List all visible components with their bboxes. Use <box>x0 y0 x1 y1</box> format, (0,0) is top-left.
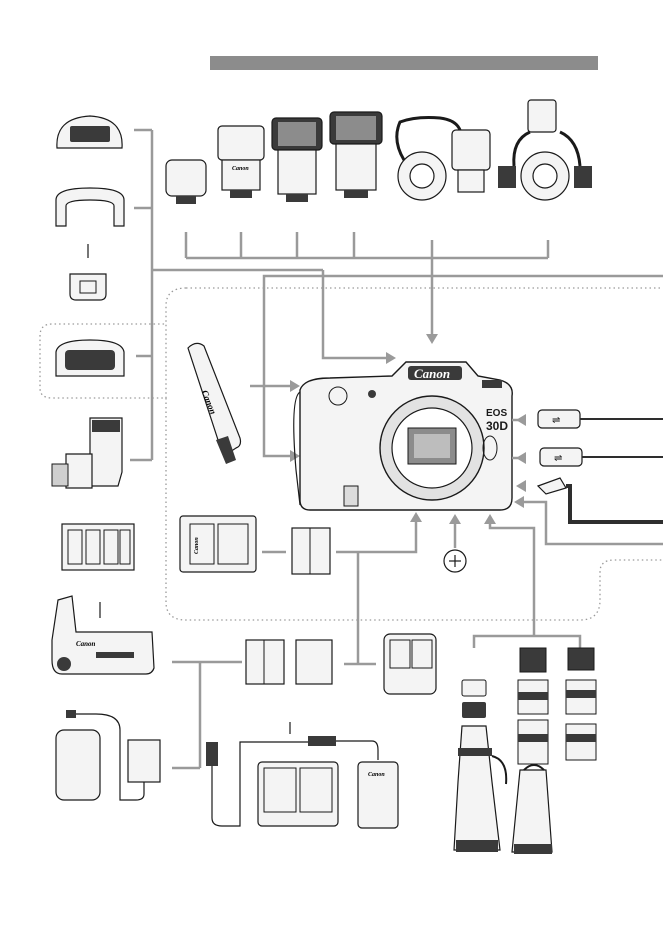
angle-finder <box>52 418 122 488</box>
super-telephoto-lens-1 <box>454 726 506 852</box>
battery-magazine-icon <box>62 524 134 570</box>
speedlite-mid <box>272 118 322 202</box>
svg-text:⇌: ⇌ <box>554 453 562 464</box>
flash-transmitter <box>166 160 206 204</box>
flash-brand-label-1: Canon <box>232 166 249 172</box>
plus-terminal <box>444 514 466 572</box>
grip-brand-label: Canon <box>76 640 96 648</box>
lens-connector <box>474 522 580 648</box>
ac-adapter-icon <box>56 730 100 800</box>
car-charger-brand-label: Canon <box>368 772 385 778</box>
super-telephoto-lens-2 <box>512 765 552 854</box>
battery-grip: Canon <box>52 596 154 674</box>
charger-brand-label: Canon <box>194 537 200 554</box>
battery-pack-2 <box>246 640 284 684</box>
battery-charger: Canon <box>180 516 256 572</box>
zoom-lens-column-2 <box>566 648 596 760</box>
camera-brand-label: Canon <box>414 366 450 381</box>
av-cable <box>516 478 663 522</box>
usb-cable-2: ⇌ <box>512 448 663 466</box>
macro-ring-lite <box>397 118 490 201</box>
eyecup-frame-icon <box>56 188 124 226</box>
macro-twin-lite <box>498 100 592 200</box>
eyecup-eg <box>56 340 124 376</box>
battery-pack <box>292 528 330 574</box>
eyecup-ec <box>56 188 124 226</box>
eyecup-eb <box>57 116 122 148</box>
camera-model-line2: 30D <box>486 419 508 433</box>
dual-charger <box>384 634 436 694</box>
header-bar <box>210 56 598 70</box>
flash-connectors <box>186 232 548 336</box>
eyepiece-adapter-icon <box>70 274 106 300</box>
zoom-lens-column-1 <box>518 648 548 764</box>
speedlite-large <box>330 112 382 198</box>
battery-magazine <box>62 524 134 570</box>
ac-adapter-kit <box>56 710 160 800</box>
remote-plug-icon <box>538 478 566 494</box>
car-charger-kit: Canon <box>206 722 398 828</box>
battery-pack-3 <box>296 640 332 684</box>
extender-teleconverter <box>462 680 486 718</box>
speedlite-small: Canon <box>218 126 264 198</box>
camera-body: Canon EOS 30D <box>294 362 513 510</box>
usb-cable-1: ⇌ <box>512 410 663 428</box>
camera-model-line1: EOS <box>486 408 507 419</box>
neck-strap: Canon <box>188 343 241 464</box>
svg-text:⇌: ⇌ <box>552 415 560 426</box>
eyepiece-adapter <box>70 274 106 300</box>
